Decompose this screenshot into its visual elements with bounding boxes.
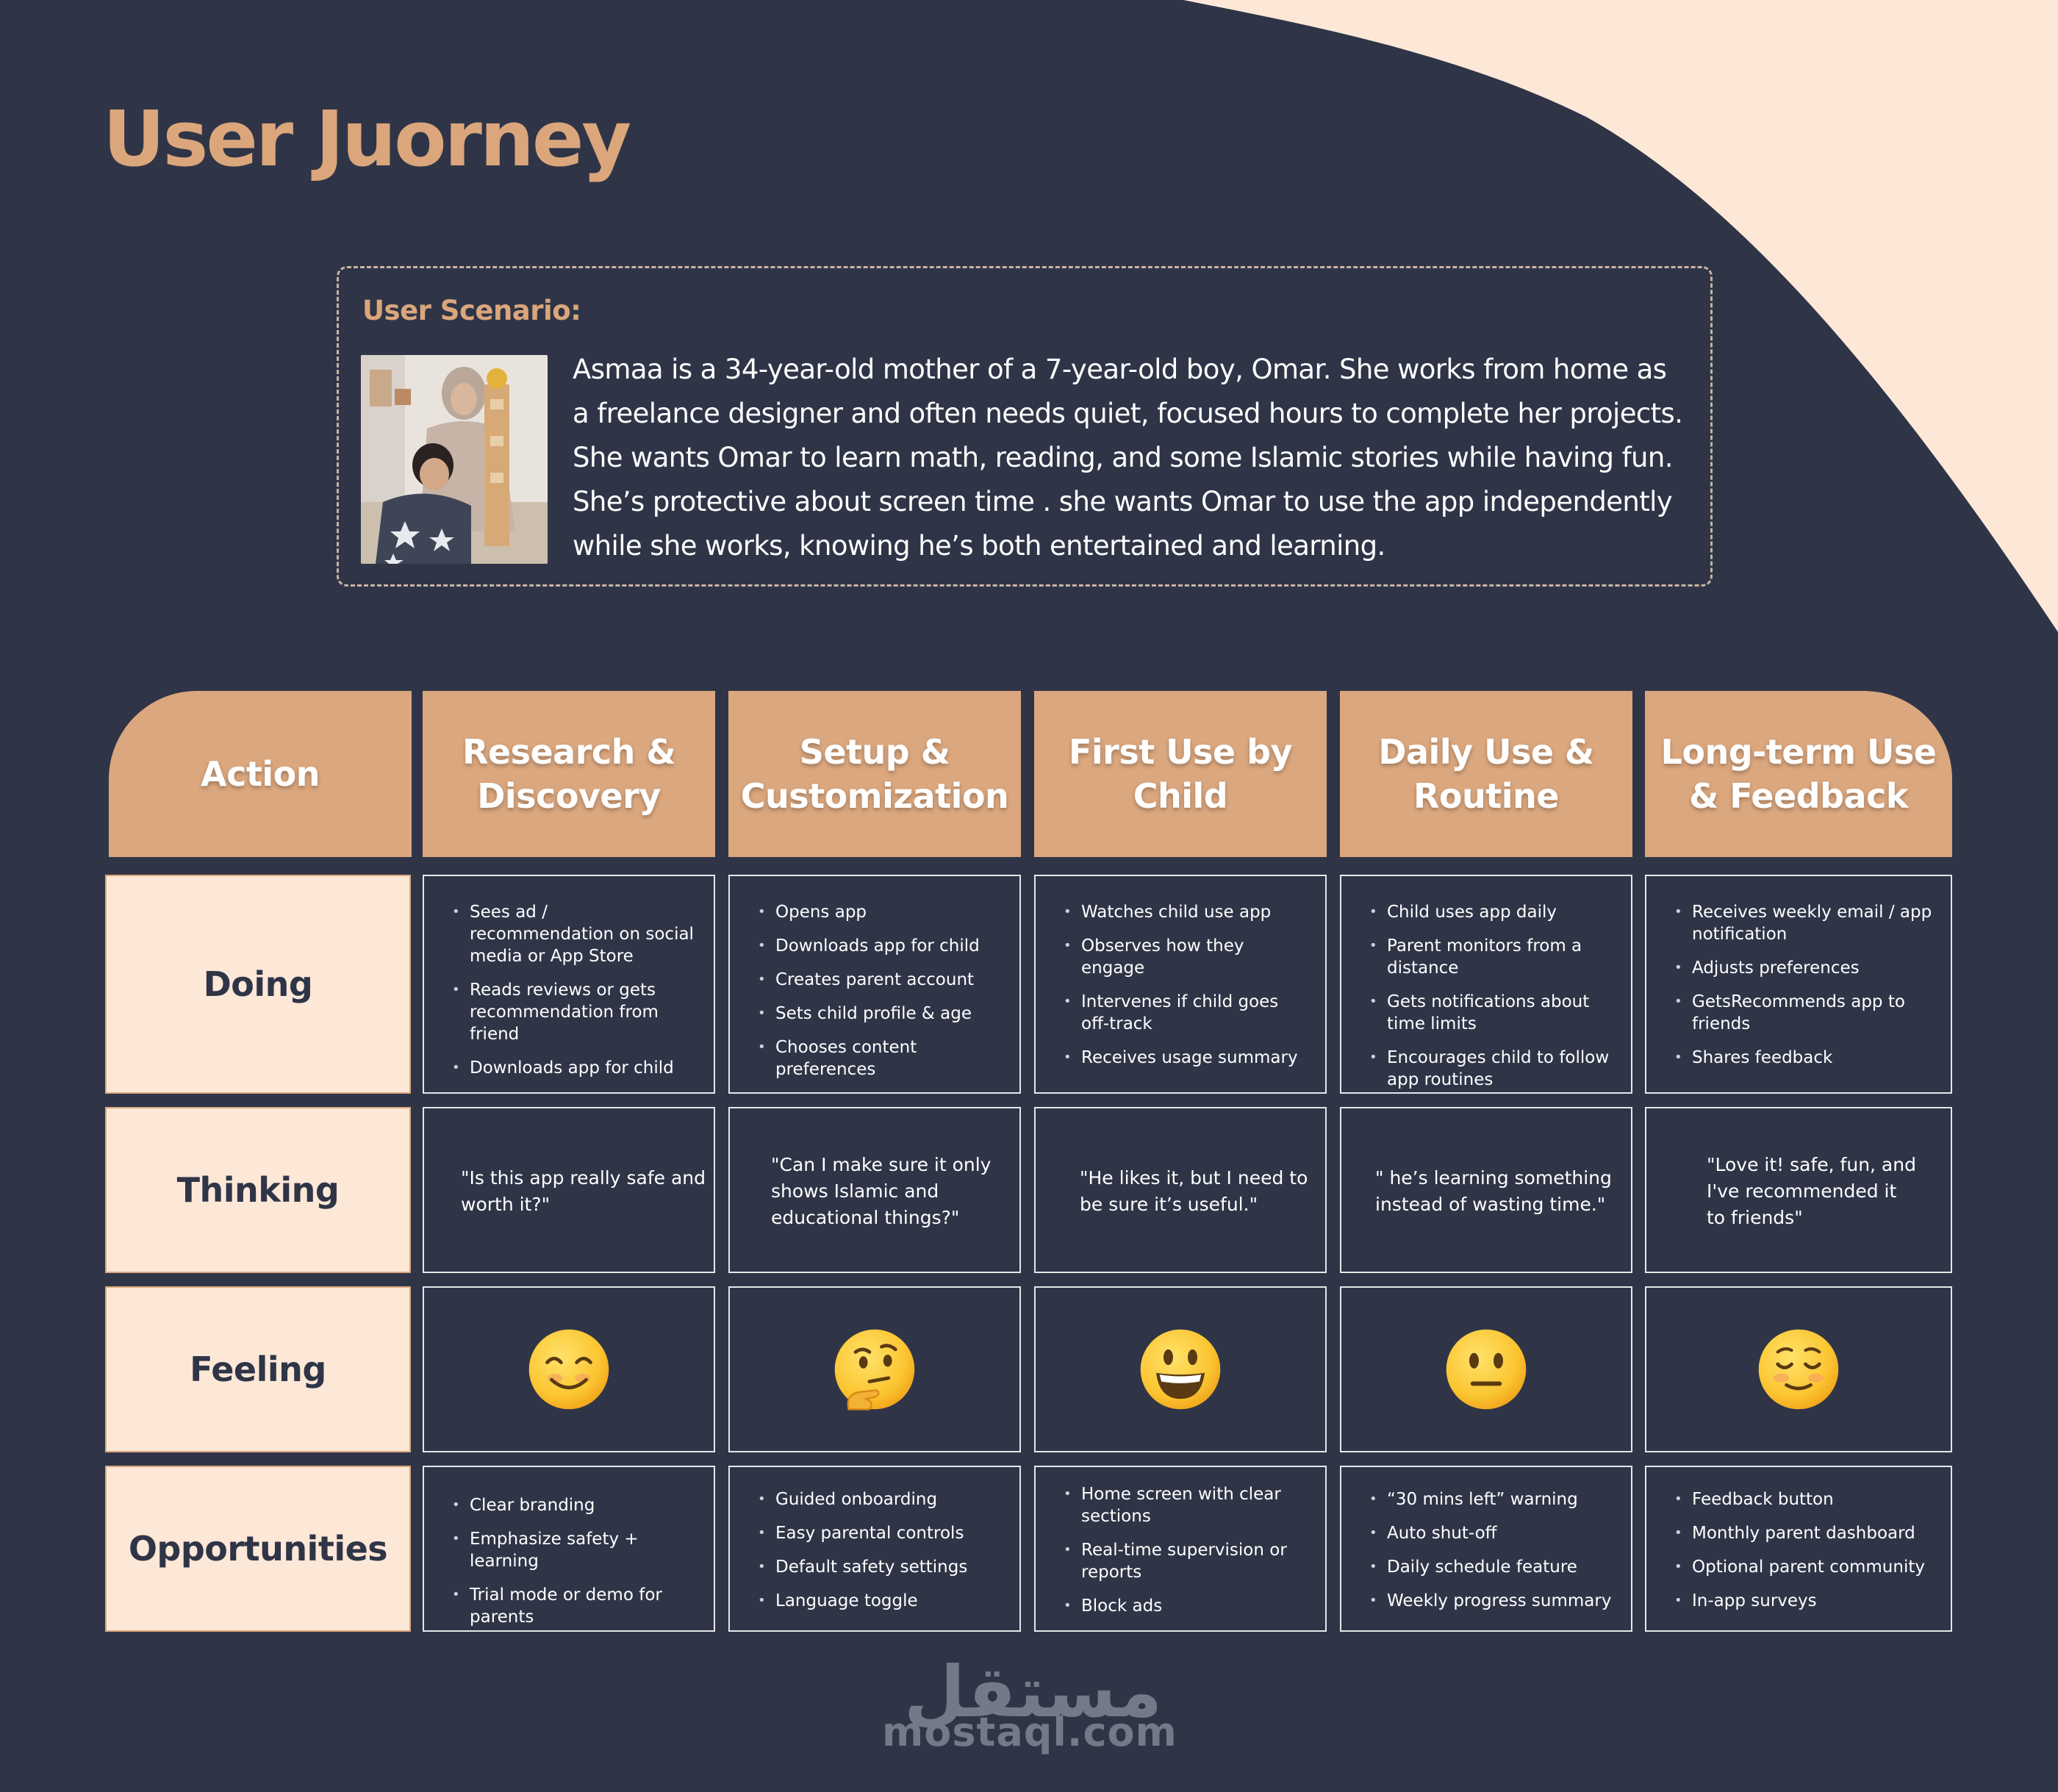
persona-photo <box>361 355 548 564</box>
feeling-cell <box>1034 1286 1327 1452</box>
opportunities-list-item: In-app surveys <box>1671 1590 1933 1612</box>
opportunities-list-item: Home screen with clear sections <box>1061 1483 1308 1527</box>
doing-cell: Receives weekly email / app notification… <box>1645 875 1952 1094</box>
opportunities-list-item: Easy parental controls <box>755 1522 1002 1544</box>
opportunities-list-item: Guided onboarding <box>755 1488 1002 1510</box>
opportunities-list: Feedback buttonMonthly parent dashboardO… <box>1671 1488 1933 1624</box>
opportunities-list: Guided onboardingEasy parental controlsD… <box>755 1488 1002 1624</box>
thinking-cell: "Is this app really safe and worth it?" <box>423 1107 715 1273</box>
header-action: Action <box>109 691 412 857</box>
grinning-face-emoji <box>1140 1329 1221 1410</box>
opportunities-list-item: Weekly progress summary <box>1366 1590 1613 1612</box>
doing-cell: Child uses app dailyParent monitors from… <box>1340 875 1632 1094</box>
doing-list-item: Receives usage summary <box>1061 1047 1308 1069</box>
row-label-feeling: Feeling <box>105 1286 411 1452</box>
scenario-text: Asmaa is a 34-year-old mother of a 7-yea… <box>573 354 1683 562</box>
thinking-quote: "He likes it, but I need to be sure it’s… <box>1080 1167 1308 1215</box>
feeling-cell <box>1340 1286 1632 1452</box>
opportunities-list-item: Emphasize safety + learning <box>449 1528 696 1572</box>
feeling-cell <box>728 1286 1021 1452</box>
doing-cell: Opens appDownloads app for childCreates … <box>728 875 1021 1094</box>
opportunities-list-item: Auto shut-off <box>1366 1522 1613 1544</box>
thinking-cell: "Can I make sure it only shows Islamic a… <box>728 1107 1021 1273</box>
doing-list-item: Downloads app for child <box>755 935 1002 957</box>
opportunities-list-item: “30 mins left” warning <box>1366 1488 1613 1510</box>
opportunities-list: “30 mins left” warningAuto shut-offDaily… <box>1366 1488 1613 1624</box>
opportunities-list-item: Trial mode or demo for parents <box>449 1584 696 1628</box>
feeling-cell <box>1645 1286 1952 1452</box>
doing-list-item: Sets child profile & age <box>755 1003 1002 1025</box>
opportunities-list-item: Real-time supervision or reports <box>1061 1539 1308 1583</box>
opportunities-list-item: Language toggle <box>755 1590 1002 1612</box>
thinking-cell: "He likes it, but I need to be sure it’s… <box>1034 1107 1327 1273</box>
opportunities-list: Home screen with clear sectionsReal-time… <box>1061 1483 1308 1629</box>
watermark-latin: mostaql.com <box>882 1709 1177 1755</box>
watermark-arabic: مستقل <box>904 1651 1163 1733</box>
doing-list-item: Encourages child to follow app routines <box>1366 1047 1613 1091</box>
opportunities-list: Clear brandingEmphasize safety + learnin… <box>449 1494 696 1640</box>
opportunities-cell: Clear brandingEmphasize safety + learnin… <box>423 1466 715 1632</box>
feeling-cell <box>423 1286 715 1452</box>
header-stage: Setup & Customization <box>728 691 1021 857</box>
doing-list-item: GetsRecommends app to friends <box>1671 991 1933 1035</box>
thinking-cell: " he’s learning something instead of was… <box>1340 1107 1632 1273</box>
thinking-quote: "Is this app really safe and worth it?" <box>461 1167 706 1215</box>
row-label-opportunities: Opportunities <box>105 1466 411 1632</box>
thinking-quote: " he’s learning something instead of was… <box>1375 1167 1612 1215</box>
doing-list-item: Chooses content preferences <box>755 1036 1002 1080</box>
doing-list-item: Parent monitors from a distance <box>1366 935 1613 979</box>
doing-list: Opens appDownloads app for childCreates … <box>755 901 1002 1092</box>
scenario-label: User Scenario: <box>362 295 581 326</box>
opportunities-cell: Home screen with clear sectionsReal-time… <box>1034 1466 1327 1632</box>
thinking-face-emoji <box>834 1329 915 1411</box>
opportunities-cell: Guided onboardingEasy parental controlsD… <box>728 1466 1021 1632</box>
doing-list: Receives weekly email / app notification… <box>1671 901 1933 1080</box>
header-stage: Research & Discovery <box>423 691 715 857</box>
opportunities-list-item: Default safety settings <box>755 1556 1002 1578</box>
doing-list-item: Receives weekly email / app notification <box>1671 901 1933 945</box>
neutral-face-emoji <box>1446 1329 1527 1410</box>
page-title: User Juorney <box>103 94 631 184</box>
doing-list-item: Watches child use app <box>1061 901 1308 923</box>
doing-list-item: Gets notifications about time limits <box>1366 991 1613 1035</box>
doing-list-item: Creates parent account <box>755 969 1002 991</box>
doing-list-item: Downloads app for child <box>449 1057 696 1079</box>
thinking-cell: "Love it! safe, fun, and I've recommende… <box>1645 1107 1952 1273</box>
thinking-quote: "Love it! safe, fun, and I've recommende… <box>1707 1154 1916 1228</box>
doing-list-item: Reads reviews or gets recommendation fro… <box>449 979 696 1045</box>
doing-cell: Watches child use appObserves how they e… <box>1034 875 1327 1094</box>
opportunities-cell: “30 mins left” warningAuto shut-offDaily… <box>1340 1466 1632 1632</box>
row-label-thinking: Thinking <box>105 1107 411 1273</box>
doing-list-item: Intervenes if child goes off-track <box>1061 991 1308 1035</box>
doing-list-item: Shares feedback <box>1671 1047 1933 1069</box>
opportunities-list-item: Feedback button <box>1671 1488 1933 1510</box>
doing-list-item: Sees ad / recommendation on social media… <box>449 901 696 967</box>
doing-list-item: Observes how they engage <box>1061 935 1308 979</box>
opportunities-list-item: Optional parent community <box>1671 1556 1933 1578</box>
doing-cell: Sees ad / recommendation on social media… <box>423 875 715 1094</box>
doing-list-item: Adjusts preferences <box>1671 957 1933 979</box>
header-stage: First Use by Child <box>1034 691 1327 857</box>
doing-list: Watches child use appObserves how they e… <box>1061 901 1308 1080</box>
opportunities-cell: Feedback buttonMonthly parent dashboardO… <box>1645 1466 1952 1632</box>
header-stage: Daily Use & Routine <box>1340 691 1632 857</box>
opportunities-list-item: Daily schedule feature <box>1366 1556 1613 1578</box>
opportunities-list-item: Monthly parent dashboard <box>1671 1522 1933 1544</box>
doing-list: Child uses app dailyParent monitors from… <box>1366 901 1613 1103</box>
user-scenario-box: User Scenario: Asmaa is a 34-year-old mo… <box>337 266 1713 587</box>
smiling-face-emoji <box>528 1329 609 1410</box>
header-stage: Long-term Use & Feedback <box>1645 691 1952 857</box>
row-label-doing: Doing <box>105 875 411 1094</box>
thinking-quote: "Can I make sure it only shows Islamic a… <box>771 1154 992 1228</box>
doing-list-item: Child uses app daily <box>1366 901 1613 923</box>
doing-list: Sees ad / recommendation on social media… <box>449 901 696 1091</box>
opportunities-list-item: Clear branding <box>449 1494 696 1516</box>
opportunities-list-item: Block ads <box>1061 1595 1308 1617</box>
relieved-face-emoji <box>1758 1329 1839 1410</box>
doing-list-item: Opens app <box>755 901 1002 923</box>
